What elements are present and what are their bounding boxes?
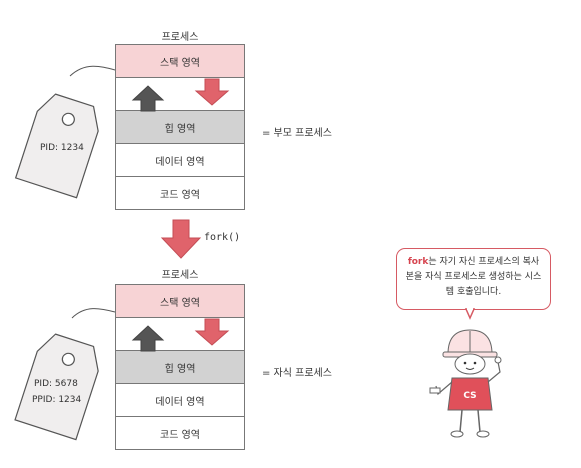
bubble-text: 는 자기 자신 프로세스의 복사본을 자식 프로세스로 생성하는 시스템 호출입… (405, 257, 542, 297)
parent-data-segment: 데이터 영역 (116, 144, 244, 177)
child-process-title: 프로세스 (161, 270, 199, 281)
character-shirt-text: CS (463, 391, 476, 401)
parent-heap-up-arrow (131, 85, 165, 112)
child-tag-pid: PID: 5678 (34, 379, 78, 389)
parent-heap-segment: 힙 영역 (116, 111, 244, 144)
speech-bubble: fork는 자기 자신 프로세스의 복사본을 자식 프로세스로 생성하는 시스템… (396, 248, 551, 310)
bubble-highlight: fork (407, 257, 429, 267)
child-data-segment: 데이터 영역 (116, 384, 244, 417)
child-code-segment: 코드 영역 (160, 429, 200, 441)
parent-stack-down-arrow (194, 78, 230, 106)
child-heap-up-arrow (131, 325, 165, 352)
parent-tag-pid: PID: 1234 (40, 143, 84, 153)
parent-stack-segment: 스택 영역 (116, 45, 244, 78)
child-stack-down-arrow (194, 318, 230, 346)
parent-code-segment: 코드 영역 (160, 189, 200, 201)
parent-memory-layout: 스택 영역 힙 영역 데이터 영역 코드 영역 (115, 44, 245, 210)
child-tag-ppid: PPID: 1234 (32, 395, 82, 405)
child-caption: = 자식 프로세스 (262, 368, 332, 379)
parent-caption: = 부모 프로세스 (262, 128, 332, 139)
child-heap-segment: 힙 영역 (116, 351, 244, 384)
child-stack-segment: 스택 영역 (116, 285, 244, 318)
parent-process-title: 프로세스 (161, 32, 199, 43)
fork-label: fork() (204, 232, 241, 243)
